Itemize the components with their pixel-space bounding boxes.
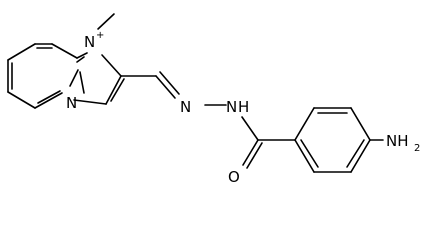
bond [294,139,315,173]
atom-n-imidazolium: N [84,33,95,51]
bond [51,43,78,59]
bond [7,43,36,61]
atom-nh2-subscript: 2 [414,143,420,154]
bond [242,139,259,166]
atom-n-bridgehead: N [66,94,77,112]
methyl-bond [97,13,115,30]
bond-double-inner [159,71,180,95]
atom-n-hydrazone-2: N [226,98,237,116]
benzene-ring [294,107,371,173]
bond [350,139,371,173]
bond [69,69,79,87]
bond [79,71,85,94]
atom-positive-charge: + [96,30,104,41]
atom-nh2-amino: NH [386,132,409,150]
bond [105,75,122,105]
atom-o-carbonyl: O [228,168,240,184]
pyridine-ring [7,43,79,109]
atom-n-hydrazone-1: N [180,98,191,116]
bond [34,92,63,109]
bond [7,91,36,109]
bond [294,107,315,141]
bond [350,107,371,141]
bond-double-inner [76,56,85,63]
atom-h-hydrazone: H [238,98,249,116]
carbonyl-group [242,139,296,169]
hydrazone-linker [120,71,259,141]
bond [155,75,176,99]
bond [241,116,259,141]
bond-double-inner [300,139,319,168]
imidazolium-ring [73,52,125,105]
molecule-diagram: N + N N N H O NH 2 [7,13,420,184]
bond [73,99,107,105]
bond-double-inner [37,90,61,104]
bond [76,52,88,59]
bond [101,54,122,77]
bond-double-inner [110,78,125,102]
bond-double-inner [246,142,263,169]
chemical-structure-canvas: N + N N N H O NH 2 [7,13,421,184]
bond-double-inner [346,139,365,168]
